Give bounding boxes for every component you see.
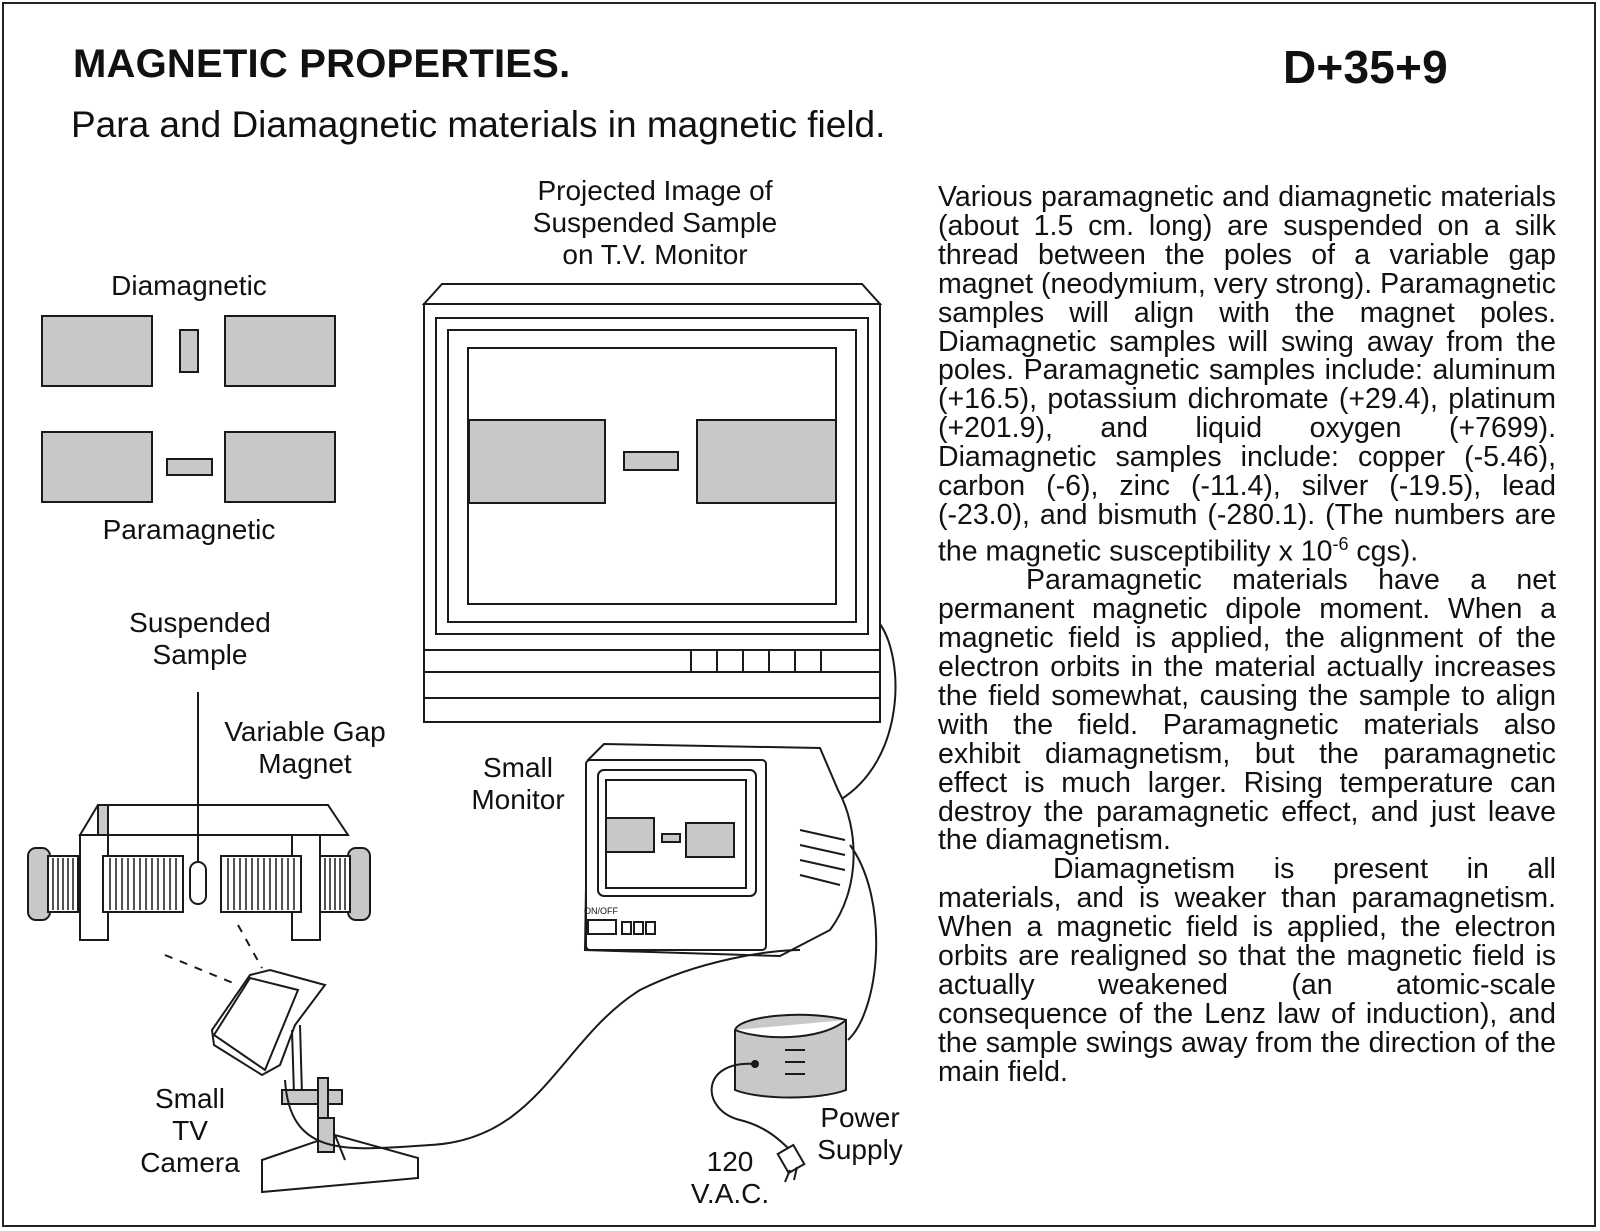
label-suspended-line1: Suspended [129,607,271,638]
paramagnetic-inset [41,431,336,503]
label-vac-line2: V.A.C. [690,1178,770,1209]
label-small-monitor-line2: Monitor [471,784,565,815]
label-magnet-line2: Magnet [258,748,352,779]
label-camera-line2: TV [172,1115,208,1146]
label-suspended-sample: Suspended Sample [100,607,300,671]
label-magnet-line1: Variable Gap [224,716,386,747]
small-monitor [583,742,855,958]
label-diamagnetic: Diamagnetic [111,270,267,301]
diamagnetic-inset [41,315,336,387]
demo-code: D+35+9 [1283,41,1448,93]
description-text: Various paramagnetic and diamagnetic mat… [938,183,1556,1087]
label-120-vac: 120 V.A.C. [675,1146,785,1210]
page-title: MAGNETIC PROPERTIES. [73,42,571,86]
label-power-line2: Supply [817,1134,903,1165]
description-paragraph-2: Paramagnetic materials have a net perman… [938,564,1556,857]
label-projected-image: Projected Image of Suspended Sample on T… [505,175,805,271]
label-projected-line2: Suspended Sample [532,207,778,238]
label-small-tv-camera: Small TV Camera [125,1083,255,1179]
power-supply [710,1013,847,1183]
large-tv-monitor [421,283,883,723]
label-vac-line1: 120 [706,1146,754,1177]
description-paragraph-1: Various paramagnetic and diamagnetic mat… [938,183,1556,566]
variable-gap-magnet [27,692,371,941]
page-subtitle: Para and Diamagnetic materials in magnet… [71,104,886,145]
small-tv-camera [210,968,419,1194]
description-paragraph-3: Diamagnetism is present in all materials… [938,853,1556,1088]
description-p1-text: Various paramagnetic and diamagnetic mat… [938,181,1556,568]
label-variable-gap-magnet: Variable Gap Magnet [200,716,410,780]
label-projected-line1: Projected Image of [537,175,773,206]
label-suspended-line2: Sample [152,639,248,670]
label-on-off: ON/OFF [584,906,618,916]
label-small-monitor: Small Monitor [458,752,578,816]
label-camera-line3: Camera [140,1147,240,1178]
label-camera-line1: Small [154,1083,225,1114]
label-projected-line3: on T.V. Monitor [562,239,748,270]
label-paramagnetic: Paramagnetic [102,514,276,545]
description-p1-exponent: -6 [1332,533,1349,554]
label-power-line1: Power [820,1102,900,1133]
description-p1-tail: cgs). [1348,535,1419,568]
label-small-monitor-line1: Small [482,752,553,783]
label-power-supply: Power Supply [800,1102,920,1166]
